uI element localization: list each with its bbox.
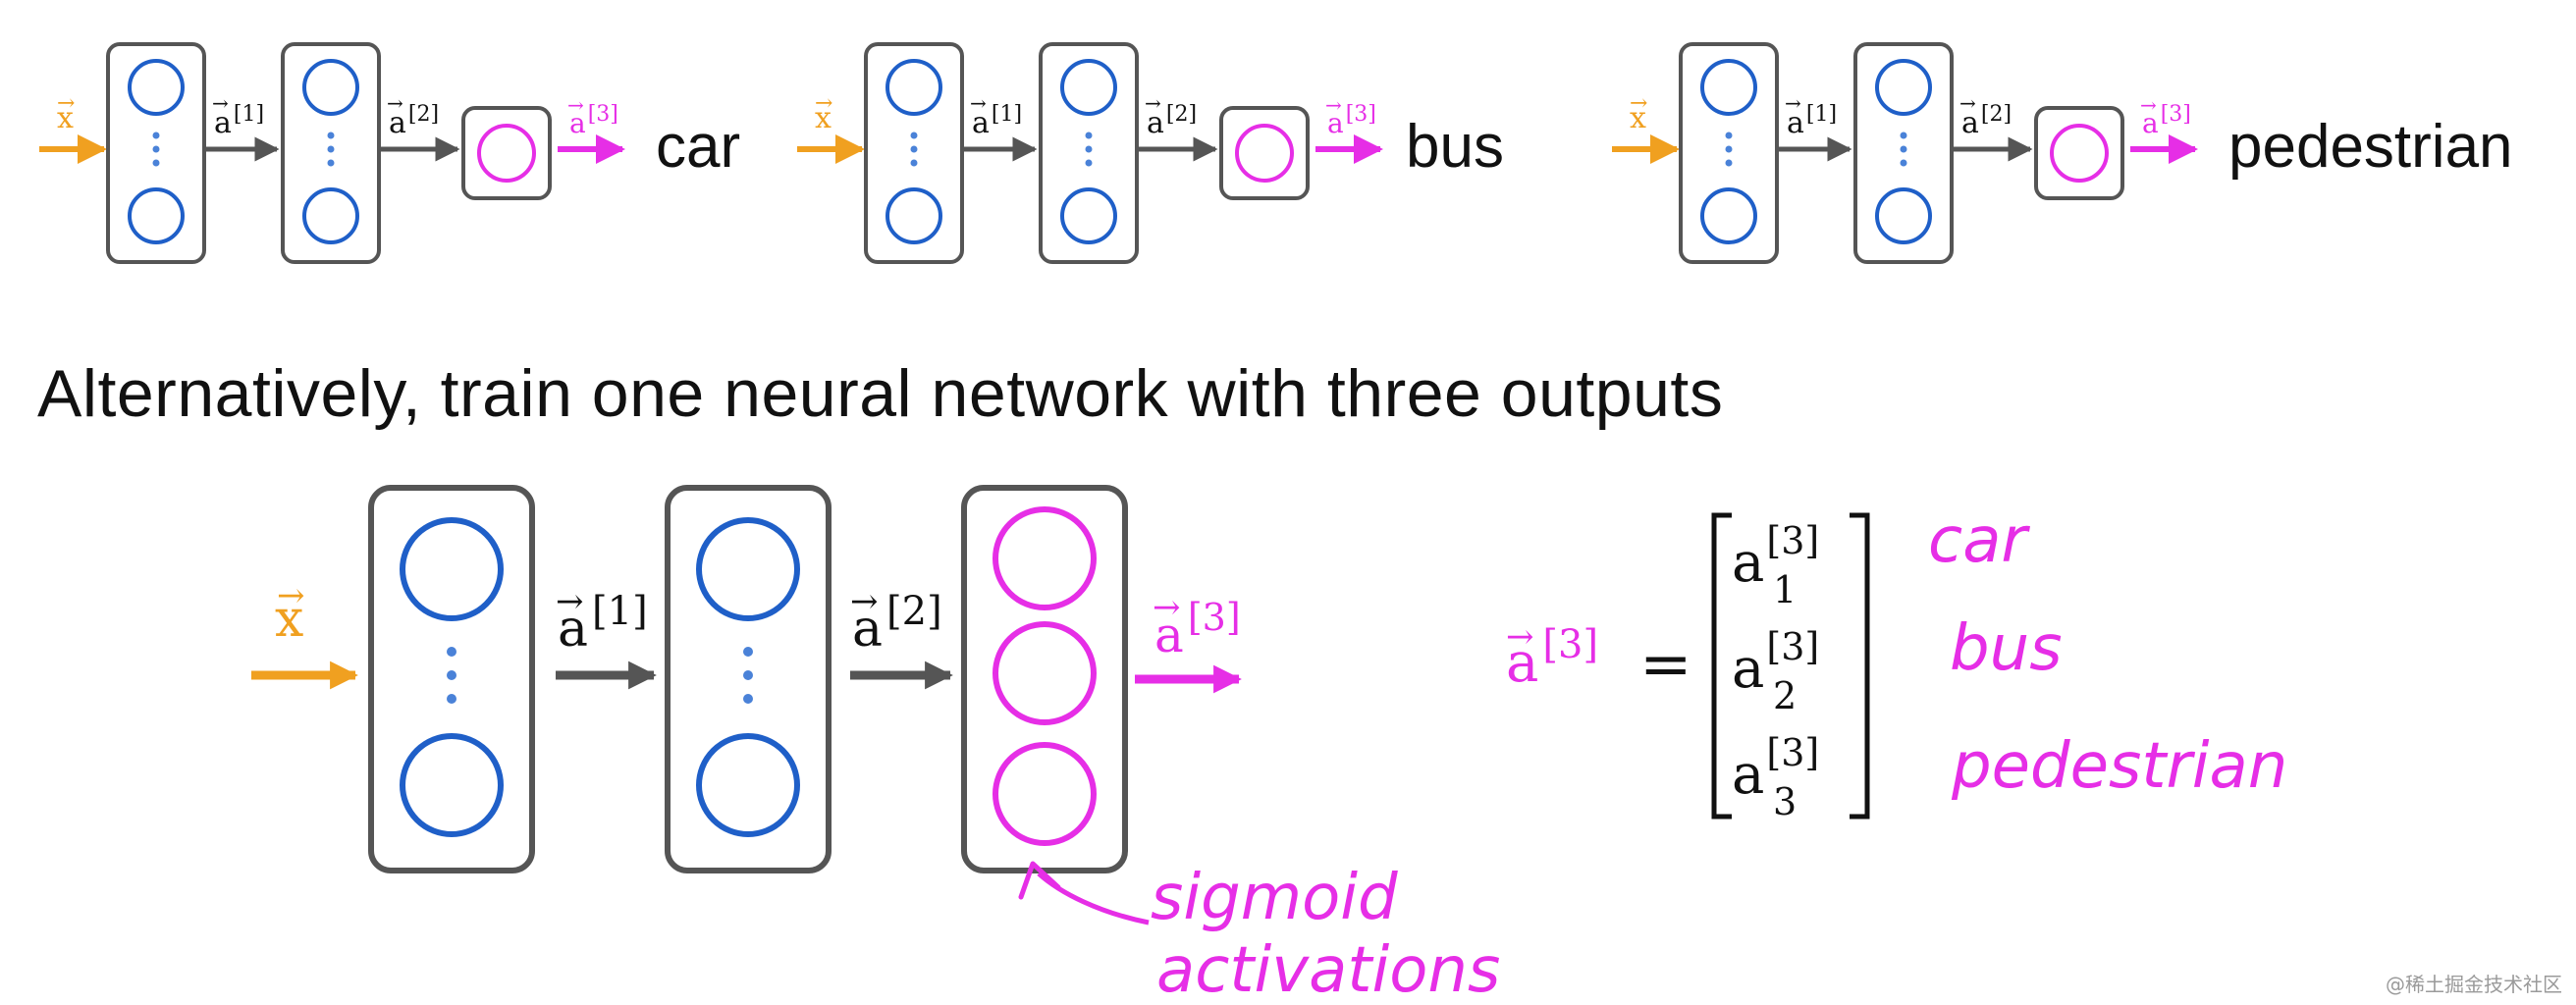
- vector-arrow-icon: →: [2140, 93, 2157, 117]
- hidden-layer-1-box: [864, 42, 964, 264]
- vector-label-car: car: [1928, 504, 2030, 577]
- input-label: x: [57, 101, 74, 135]
- top-network-car: x → a[1] → a[2] → a[3] → car: [39, 42, 740, 264]
- output-neuron: [2050, 124, 2109, 183]
- neuron: [400, 517, 504, 621]
- top-network-pedestrian: x → a[1] → a[2] → a[3] → pedestrian: [1612, 42, 2513, 264]
- ellipsis-dots: [1900, 132, 1907, 167]
- neuron: [1060, 59, 1117, 116]
- vector-arrow-icon: →: [277, 576, 305, 615]
- vector-arrow-icon: →: [567, 93, 584, 117]
- vector-arrow-icon: →: [1630, 91, 1647, 116]
- ellipsis-dots: [910, 132, 918, 167]
- output-layer-box: [2034, 106, 2124, 200]
- ellipsis-dots: [743, 647, 753, 704]
- annotation-pointer-arrow: [1037, 872, 1150, 926]
- vector-arrow-icon: →: [970, 91, 987, 115]
- vector-arrow-icon: →: [556, 582, 584, 621]
- neuron: [128, 187, 185, 244]
- vector-arrow-icon: →: [1506, 617, 1534, 657]
- output-vector: a[3] → = a[3]1 a[3]2 a[3]3 car bus pedes…: [1506, 504, 2287, 823]
- hidden-layer-1-box: [106, 42, 206, 264]
- output-neuron: [993, 742, 1097, 846]
- input-label: x: [1630, 101, 1646, 135]
- vector-label-pedestrian: pedestrian: [1951, 730, 2287, 803]
- headline: Alternatively, train one neural network …: [37, 356, 1724, 431]
- ellipsis-dots: [152, 132, 160, 167]
- neuron: [696, 733, 800, 837]
- vector-arrow-icon: →: [850, 582, 879, 621]
- neuron: [302, 59, 359, 116]
- ellipsis-dots: [1085, 132, 1093, 167]
- main-input-label: x: [275, 590, 303, 649]
- vector-label-bus: bus: [1950, 612, 2063, 685]
- output-neuron: [1235, 124, 1294, 183]
- vector-entry-1: a[3]1: [1732, 519, 1819, 611]
- output-neuron: [993, 506, 1097, 610]
- class-label-car: car: [656, 113, 740, 181]
- output-layer-box: [1219, 106, 1310, 200]
- class-label-bus: bus: [1406, 113, 1504, 181]
- ellipsis-dots: [1725, 132, 1733, 167]
- main-output-layer-box: [961, 485, 1128, 873]
- neuron: [1700, 187, 1757, 244]
- vector-arrow-icon: →: [1959, 91, 1976, 115]
- left-bracket: [1711, 512, 1732, 820]
- neuron: [886, 59, 942, 116]
- vector-entry-3: a[3]3: [1732, 731, 1819, 823]
- output-neuron: [477, 124, 536, 183]
- vector-arrow-icon: →: [1153, 588, 1181, 627]
- ellipsis-dots: [327, 132, 335, 167]
- main-hidden-layer-2-box: [665, 485, 832, 873]
- ellipsis-dots: [447, 647, 456, 704]
- main-network: x → a[1] → a[2] → a[3] → sigmoid activat…: [251, 485, 1500, 1005]
- vector-arrow-icon: →: [57, 91, 75, 116]
- vector-entry-2: a[3]2: [1732, 625, 1819, 717]
- neuron: [302, 187, 359, 244]
- hidden-layer-2-box: [281, 42, 381, 264]
- annotation-arrowhead: [1018, 861, 1061, 900]
- vector-arrow-icon: →: [1325, 93, 1342, 117]
- right-bracket: [1850, 512, 1870, 820]
- vector-arrow-icon: →: [1145, 91, 1161, 115]
- neuron: [128, 59, 185, 116]
- neuron: [400, 733, 504, 837]
- equals-sign: =: [1639, 628, 1692, 701]
- main-hidden-layer-1-box: [368, 485, 535, 873]
- annotation-sigmoid: sigmoid: [1151, 862, 1398, 934]
- input-label: x: [815, 101, 832, 135]
- vector-arrow-icon: →: [387, 91, 403, 115]
- class-label-pedestrian: pedestrian: [2228, 113, 2513, 181]
- vector-arrow-icon: →: [815, 91, 832, 116]
- neuron: [696, 517, 800, 621]
- neuron: [886, 187, 942, 244]
- hidden-layer-2-box: [1853, 42, 1954, 264]
- neuron: [1875, 59, 1932, 116]
- neuron: [1700, 59, 1757, 116]
- vector-arrow-icon: →: [212, 91, 229, 115]
- output-neuron: [993, 621, 1097, 725]
- hidden-layer-2-box: [1039, 42, 1139, 264]
- vector-arrow-icon: →: [1785, 91, 1801, 115]
- watermark: @稀土掘金技术社区: [2386, 973, 2562, 996]
- neuron: [1875, 187, 1932, 244]
- top-network-bus: x → a[1] → a[2] → a[3] → bus: [797, 42, 1504, 264]
- hidden-layer-1-box: [1679, 42, 1779, 264]
- annotation-activations: activations: [1156, 934, 1500, 1005]
- neuron: [1060, 187, 1117, 244]
- output-layer-box: [461, 106, 552, 200]
